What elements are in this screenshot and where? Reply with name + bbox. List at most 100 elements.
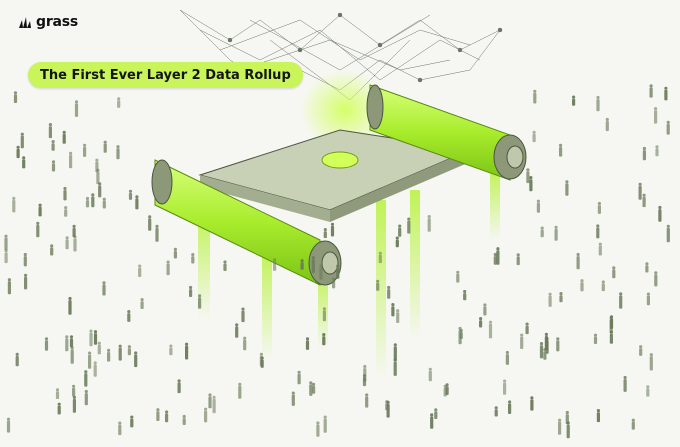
crowd-figure [165,410,169,423]
crowd-figure [483,303,487,316]
crowd-figure [642,193,646,208]
crowd-figure [4,249,8,264]
crowd-figure [496,247,500,265]
crowd-figure [330,222,335,237]
crowd-figure [65,335,69,352]
crowd-figure [69,335,74,348]
crowd-figure [15,352,19,367]
crowd-figure [273,258,277,271]
crowd-figure [20,132,24,149]
crowd-figure [544,332,549,351]
crowd-illustration [4,84,670,439]
crowd-figure [118,421,122,436]
crowd-figure [84,389,88,406]
crowd-figure [654,107,658,124]
crowd-figure [88,351,92,369]
crowd-figure [57,402,61,415]
crowd-figure [505,350,509,365]
crowd-figure [72,384,76,397]
crowd-figure [223,260,227,271]
crowd-figure [520,333,524,349]
crowd-figure [612,266,616,279]
crowd-figure [72,395,76,413]
crowd-figure [458,326,462,345]
crowd-figure [102,197,106,209]
data-beams [198,170,500,380]
crowd-figure [319,264,323,280]
crowd-figure [116,145,120,160]
crowd-figure [191,253,195,264]
crowd-figure [654,271,658,287]
crowd-figure [609,330,614,344]
crowd-figure [536,199,541,213]
crowd-figure [4,234,8,251]
crowd-figure [526,168,530,184]
crowd-figure [65,236,69,250]
crowd-figure [7,278,11,295]
crowd-figure [291,391,295,406]
crowd-figure [362,374,367,387]
brand-name: grass [36,14,79,30]
crowd-figure [72,224,76,238]
crowd-figure [565,180,569,196]
crowd-figure [69,151,73,169]
crowd-figure [235,323,239,338]
crowd-figure [103,140,107,153]
crowd-figure [130,415,134,428]
crowd-figure [323,415,327,433]
crowd-figure [91,193,95,208]
crowd-figure [243,336,247,351]
crowd-figure [38,203,42,217]
crowd-figure [309,381,313,396]
crowd-figure [559,292,563,303]
crowd-figure [138,264,142,277]
crowd-figure [312,382,316,394]
crowd-figure [169,344,173,356]
crowd-figure [605,117,609,132]
crowd-figure [666,120,670,135]
crowd-figure [428,367,432,382]
crowd-figure [666,224,670,243]
crowd-figure [204,407,208,423]
crowd-figure [16,145,20,159]
crowd-figure [48,123,53,139]
crowd-figure [23,252,27,267]
crowd-figure [638,182,642,200]
crowd-figure [530,396,534,411]
crowd-figure [198,294,202,309]
crowd-figure [117,97,121,108]
crowd-figure [529,176,533,192]
crowd-figure [185,342,189,360]
crowd-figure [62,130,66,144]
crowd-figure [655,145,659,157]
crowd-figure [639,345,643,356]
crowd-figure [297,370,301,385]
crowd-figure [173,247,177,259]
crowd-figure [391,303,395,317]
crowd-figure [332,277,336,289]
crowd-figure [539,342,544,359]
crowd-figure [494,406,498,417]
crowd-figure [305,337,310,350]
crowd-figure [601,280,605,292]
crowd-figure [96,168,100,185]
crowd-figure [166,260,170,276]
crowd-figure [580,279,584,292]
crowd-figure [525,322,529,335]
brand-logo: grass [18,14,78,30]
crowd-figure [212,395,216,414]
crowd-figure [456,270,460,283]
crowd-figure [36,221,40,238]
crowd-figure [642,146,647,161]
crowd-figure [593,333,598,344]
crowd-figure [322,333,326,346]
headline-text: The First Ever Layer 2 Data Rollup [40,67,291,83]
crowd-figure [619,292,623,309]
crowd-figure [596,224,600,239]
crowd-figure [597,201,602,214]
crowd-figure [102,281,106,296]
crowd-figure [596,409,601,423]
crowd-figure [74,100,79,117]
crowd-figure [127,345,131,356]
